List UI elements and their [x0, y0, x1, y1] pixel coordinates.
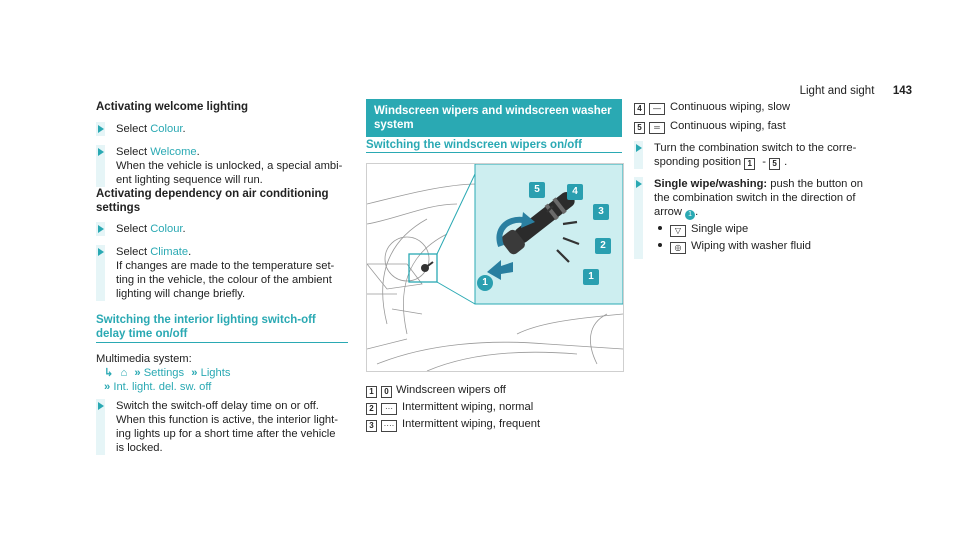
chevron-icon: »: [134, 367, 141, 379]
heading-switch-off-delay: Switching the interior lighting switch-o…: [96, 314, 316, 340]
intermittent-normal-icon: ···: [381, 403, 397, 415]
bullet-icon: [658, 243, 662, 247]
menu-link-colour[interactable]: Colour: [150, 223, 183, 235]
heading-air-conditioning: Activating dependency on air conditionin…: [96, 188, 329, 214]
legend-item-4: 4—Continuous wiping, slow: [634, 100, 790, 115]
intermittent-frequent-icon: ····: [381, 420, 397, 432]
washer-fluid-icon: ◎: [670, 242, 686, 254]
single-wipe-icon: ▽: [670, 225, 686, 237]
step-arrow-icon: [636, 144, 642, 152]
chevron-icon: »: [191, 367, 198, 379]
section-banner: Windscreen wipers and windscreen washer …: [366, 99, 622, 137]
callout-3: 3: [593, 204, 609, 220]
legend-item-5: 5═Continuous wiping, fast: [634, 119, 786, 134]
continuous-fast-icon: ═: [649, 122, 665, 134]
legend-item-2: 2···Intermittent wiping, normal: [366, 400, 533, 415]
step-arrow-icon: [98, 125, 104, 133]
subheading-wipers: Switching the windscreen wipers on/off: [366, 139, 582, 151]
section-rule: [366, 152, 622, 153]
dashboard-drawing: [367, 164, 623, 371]
menu-link-int-light[interactable]: Int. light. del. sw. off: [113, 381, 212, 393]
arrow-number-badge: 1: [685, 210, 696, 220]
chevron-icon: »: [104, 381, 111, 393]
combination-switch: [501, 192, 575, 255]
step-switch-delay: Switch the switch-off delay time on or o…: [96, 399, 376, 455]
arrow-callout-1: 1: [477, 275, 493, 291]
step-select-colour-2: Select Colour.: [96, 222, 376, 236]
menu-link-settings[interactable]: Settings: [143, 367, 185, 379]
step-arrow-icon: [636, 180, 642, 188]
menu-link-climate[interactable]: Climate: [150, 246, 189, 258]
running-header: Light and sight 143: [800, 84, 912, 98]
step-select-climate: Select Climate. If changes are made to t…: [96, 245, 376, 301]
section-title: Light and sight: [799, 85, 875, 97]
step-select-colour-1: Select Colour.: [96, 122, 376, 136]
off-symbol-icon: 0: [381, 386, 392, 398]
menu-link-welcome[interactable]: Welcome: [150, 146, 197, 158]
step-arrow-icon: [98, 248, 104, 256]
callout-5: 5: [529, 182, 545, 198]
wiper-illustration: 5 4 3 2 1 1: [366, 163, 624, 372]
callout-1: 1: [583, 269, 599, 285]
nav-path-line2: » Int. light. del. sw. off: [104, 380, 211, 394]
section-rule: [96, 342, 348, 343]
home-icon[interactable]: ⌂: [120, 367, 128, 379]
menu-link-lights[interactable]: Lights: [200, 367, 231, 379]
step-select-welcome: Select Welcome. When the vehicle is unlo…: [96, 145, 376, 187]
heading-welcome-lighting: Activating welcome lighting: [96, 101, 249, 113]
step-single-wipe: Single wipe/washing: push the button on …: [634, 177, 914, 259]
step-turn-switch: Turn the combination switch to the corre…: [634, 141, 914, 170]
menu-link-colour[interactable]: Colour: [150, 123, 183, 135]
step-arrow-icon: [98, 402, 104, 410]
nav-path-line1: ↳ ⌂ » Settings » Lights: [104, 366, 230, 380]
step-arrow-icon: [98, 225, 104, 233]
page-number: 143: [892, 85, 912, 97]
callout-2: 2: [595, 238, 611, 254]
continuous-slow-icon: —: [649, 103, 665, 115]
return-arrow-icon: ↳: [104, 367, 114, 379]
callout-4: 4: [567, 184, 583, 200]
bullet-icon: [658, 226, 662, 230]
multimedia-label: Multimedia system:: [96, 353, 192, 365]
legend-item-3: 3····Intermittent wiping, frequent: [366, 417, 540, 432]
step-arrow-icon: [98, 148, 104, 156]
